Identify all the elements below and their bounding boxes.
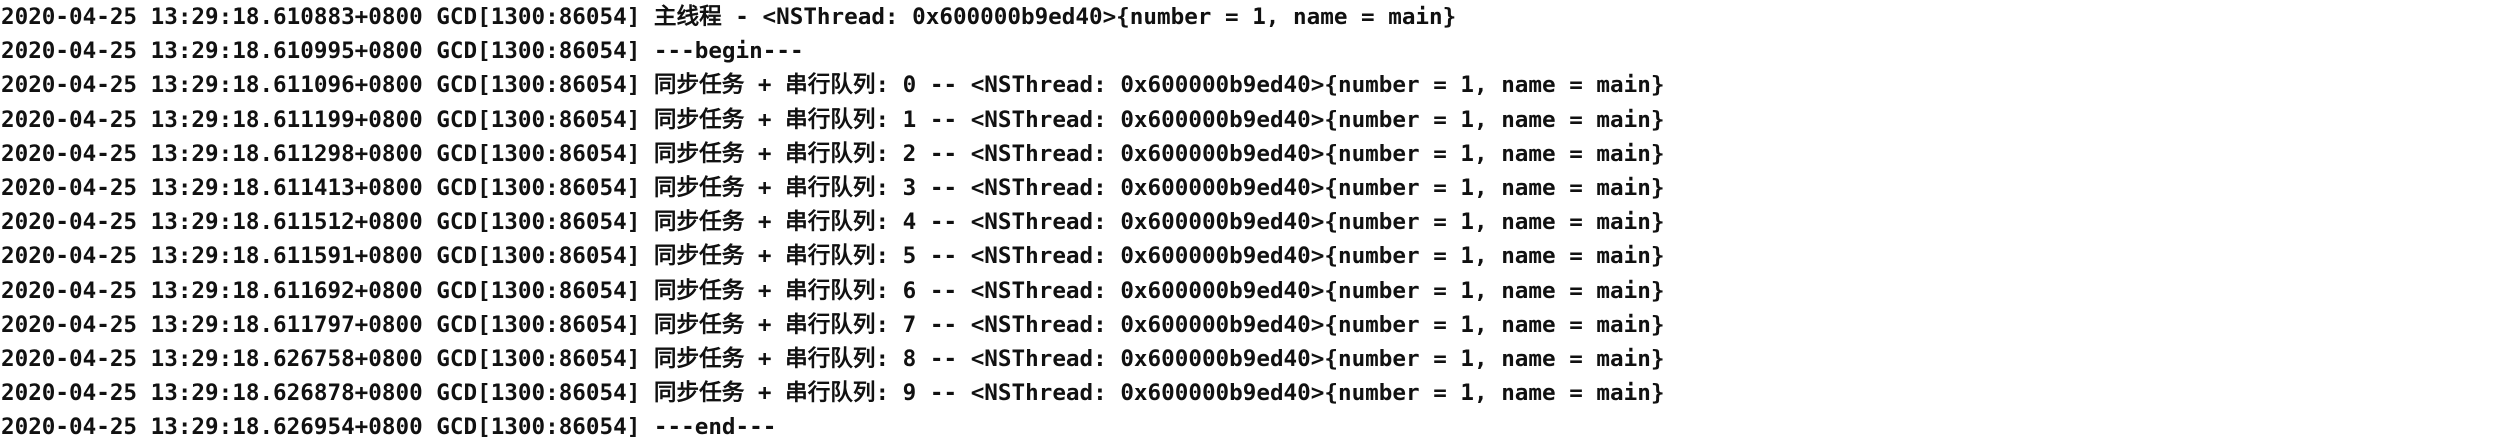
- log-line: 2020-04-25 13:29:18.611298+0800 GCD[1300…: [1, 140, 1665, 167]
- log-line: 2020-04-25 13:29:18.611096+0800 GCD[1300…: [1, 72, 1665, 99]
- log-line: 2020-04-25 13:29:18.611591+0800 GCD[1300…: [1, 243, 1665, 270]
- log-line: 2020-04-25 13:29:18.610995+0800 GCD[1300…: [1, 38, 804, 65]
- log-line: 2020-04-25 13:29:18.626954+0800 GCD[1300…: [1, 414, 777, 441]
- log-line: 2020-04-25 13:29:18.611199+0800 GCD[1300…: [1, 106, 1665, 133]
- log-line: 2020-04-25 13:29:18.611413+0800 GCD[1300…: [1, 174, 1665, 201]
- log-line: 2020-04-25 13:29:18.611797+0800 GCD[1300…: [1, 311, 1665, 338]
- log-line: 2020-04-25 13:29:18.611692+0800 GCD[1300…: [1, 277, 1665, 304]
- log-line: 2020-04-25 13:29:18.626878+0800 GCD[1300…: [1, 380, 1665, 407]
- log-line: 2020-04-25 13:29:18.626758+0800 GCD[1300…: [1, 345, 1665, 372]
- log-line: 2020-04-25 13:29:18.610883+0800 GCD[1300…: [1, 4, 1457, 30]
- log-line: 2020-04-25 13:29:18.611512+0800 GCD[1300…: [1, 209, 1665, 236]
